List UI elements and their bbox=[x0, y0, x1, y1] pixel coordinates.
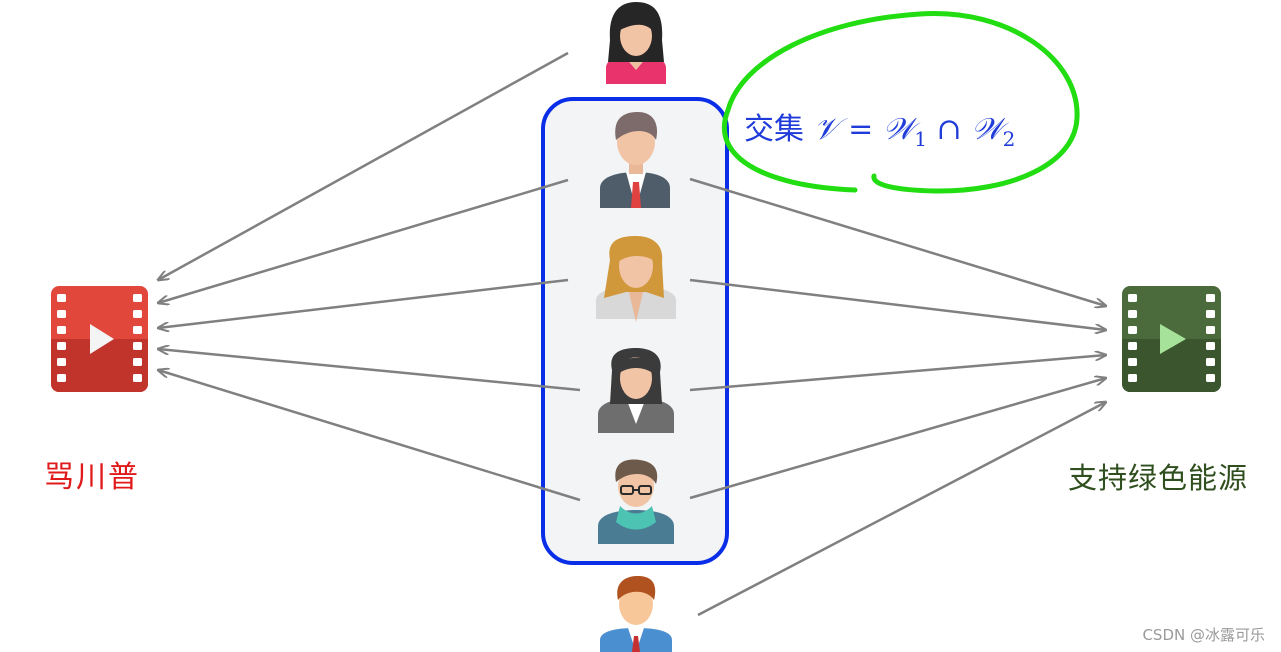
cap-sign: ∩ bbox=[936, 112, 962, 147]
subscript-1: 1 bbox=[914, 127, 927, 151]
intersection-box bbox=[541, 97, 729, 565]
play-icon bbox=[90, 324, 114, 354]
set-v: 𝒱 bbox=[813, 112, 839, 147]
arrow-u2-left bbox=[158, 178, 569, 303]
intersection-chinese: 交集 bbox=[744, 112, 804, 147]
set-w2: 𝒲 bbox=[971, 112, 1003, 147]
arrow-u4-left bbox=[158, 349, 581, 392]
arrow-u6-right bbox=[697, 402, 1106, 617]
set-w1: 𝒲 bbox=[882, 112, 915, 147]
user-avatar-top bbox=[606, 2, 666, 84]
intersection-formula: 交集 𝒱 = 𝒲1 ∩ 𝒲2 bbox=[744, 104, 1015, 151]
arrow-u1-left bbox=[158, 51, 569, 280]
subscript-2: 2 bbox=[1002, 127, 1016, 151]
user-avatar-woman-grey bbox=[598, 348, 674, 433]
video-icon-right bbox=[1122, 286, 1221, 392]
arrow-u5-right bbox=[689, 378, 1106, 500]
play-icon bbox=[1160, 324, 1186, 354]
video-icon-left bbox=[51, 286, 148, 392]
user-avatar-man-suit bbox=[600, 112, 670, 208]
equals-sign: = bbox=[848, 112, 874, 147]
arrow-u4-right bbox=[689, 355, 1106, 392]
arrow-u3-right bbox=[689, 278, 1106, 330]
user-avatar-bottom bbox=[600, 576, 672, 652]
user-avatar-man-glasses bbox=[598, 459, 674, 544]
left-video-label: 骂川普 bbox=[44, 460, 140, 495]
arrow-u2-right bbox=[689, 177, 1106, 306]
arrows-left bbox=[158, 51, 581, 502]
arrow-u3-left bbox=[158, 278, 569, 328]
arrow-u5-left bbox=[158, 370, 581, 502]
green-loop bbox=[721, 11, 1080, 194]
right-video-label: 支持绿色能源 bbox=[1068, 461, 1249, 495]
arrows-right bbox=[689, 177, 1106, 617]
watermark: CSDN @冰露可乐 bbox=[1142, 626, 1265, 644]
user-avatar-woman-blonde bbox=[596, 236, 676, 322]
